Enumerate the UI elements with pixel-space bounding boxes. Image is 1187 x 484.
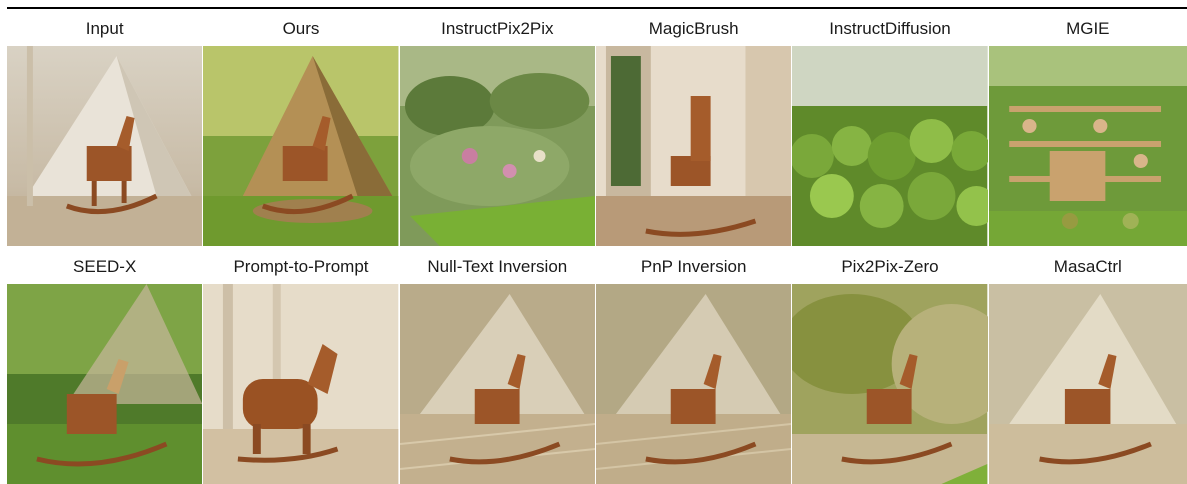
column-label: Null-Text Inversion: [427, 257, 568, 276]
column-label: MGIE: [1066, 19, 1110, 38]
column-label: SEED-X: [73, 257, 137, 276]
rocking-horse-tent-indoor-image: [988, 284, 1187, 484]
column-label: Ours: [282, 19, 320, 38]
garden-landscape-image: [399, 46, 595, 246]
cell-null-text-inversion: Null-Text Inversion: [399, 250, 595, 484]
cell-input: Input: [7, 12, 203, 246]
cell-prompt-to-prompt: Prompt-to-Prompt: [203, 250, 399, 484]
wooden-horse-window-image: [203, 284, 399, 484]
rocking-horse-garden-tent-image: [203, 46, 399, 246]
rocking-horse-tent-indoor-image: [595, 284, 792, 484]
comparison-figure: Input Ours: [7, 12, 1187, 484]
cell-mgie: MGIE: [988, 12, 1187, 246]
cell-ours: Ours: [203, 12, 399, 246]
cell-masactrl: MasaCtrl: [988, 250, 1187, 484]
rocking-horse-tent-indoor-image: [399, 284, 595, 484]
top-rule: [7, 7, 1187, 9]
column-label: Pix2Pix-Zero: [841, 257, 939, 276]
column-label: Prompt-to-Prompt: [233, 257, 369, 276]
cell-pix2pix-zero: Pix2Pix-Zero: [792, 250, 988, 484]
column-label: InstructDiffusion: [829, 19, 951, 38]
figure-row-1: Input Ours: [7, 12, 1187, 246]
rocking-chair-doorway-image: [595, 46, 792, 246]
teddy-bear-garden-shelves-image: [988, 46, 1187, 246]
column-label: Input: [85, 19, 124, 38]
column-label: MagicBrush: [648, 19, 739, 38]
figure-row-2: SEED-X Prompt-to-Prompt: [7, 250, 1187, 484]
cell-instructpix2pix: InstructPix2Pix: [399, 12, 595, 246]
cell-seed-x: SEED-X: [7, 250, 203, 484]
column-label: InstructPix2Pix: [441, 19, 554, 38]
cell-pnp-inversion: PnP Inversion: [595, 250, 792, 484]
column-label: MasaCtrl: [1053, 257, 1122, 276]
topiary-garden-image: [792, 46, 988, 246]
column-label: PnP Inversion: [640, 257, 747, 276]
cell-magicbrush: MagicBrush: [595, 12, 792, 246]
cell-instructdiffusion: InstructDiffusion: [792, 12, 988, 246]
rocking-horse-grass-image: [7, 284, 203, 484]
rocking-horse-tent-indoor-image: [7, 46, 203, 246]
rocking-horse-blurred-green-image: [792, 284, 988, 484]
